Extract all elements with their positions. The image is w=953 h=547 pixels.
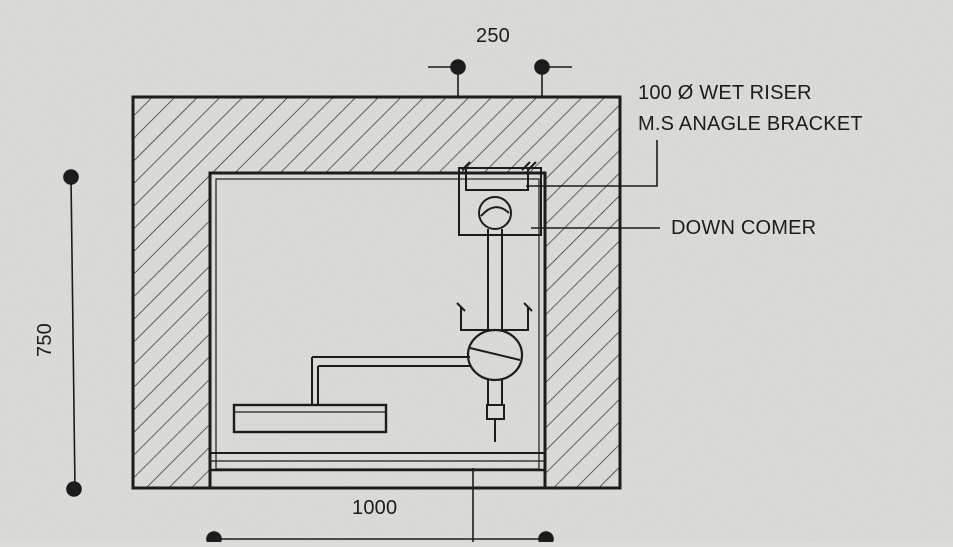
dimension-top-label: 250 [476,25,510,47]
down-comer-label: DOWN COMER [671,217,817,239]
dimension-top [428,59,572,97]
chamber-outline [208,171,547,490]
dimension-bottom [206,468,554,547]
riser-pipe [456,196,533,442]
dimension-left-label: 750 [33,323,56,357]
bracket-label: M.S ANAGLE BRACKET [638,113,863,135]
leader-lines [526,140,660,229]
base-plate [232,403,388,434]
angle-bracket [458,161,542,236]
dimension-bottom-label: 1000 [352,497,398,519]
downcomer-pipe [311,356,470,405]
dimension-left [63,169,82,497]
wet-riser-label: 100 Ø WET RISER [638,82,812,104]
